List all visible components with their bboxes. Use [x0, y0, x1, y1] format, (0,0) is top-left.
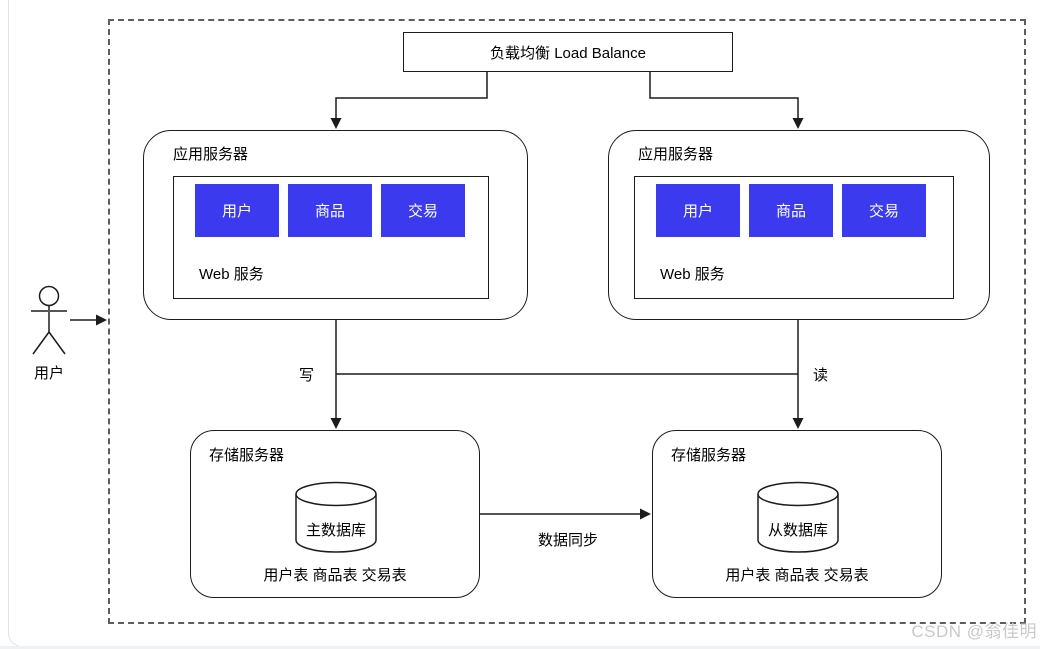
- storage-server-title: 存储服务器: [671, 447, 747, 464]
- edge-lb-to-right-app: [649, 71, 799, 118]
- edge-lb-to-left-app: [335, 71, 488, 118]
- load-balancer-label: 负载均衡 Load Balance: [490, 44, 646, 62]
- page-bottom-strip: [0, 646, 1040, 649]
- module-user: 用户: [656, 184, 740, 237]
- database-cylinder-master: 主数据库: [294, 481, 378, 559]
- module-row: 用户 商品 交易: [195, 184, 465, 237]
- sync-edge-label: 数据同步: [506, 529, 630, 550]
- storage-server-title: 存储服务器: [209, 447, 285, 464]
- module-product: 商品: [288, 184, 372, 237]
- arrowhead-actor: [96, 314, 107, 326]
- module-product: 商品: [749, 184, 833, 237]
- arrowhead-write: [330, 418, 342, 429]
- app-server-title: 应用服务器: [638, 146, 714, 163]
- module-row: 用户 商品 交易: [656, 184, 926, 237]
- database-cylinder-slave: 从数据库: [756, 481, 840, 559]
- database-icon: [295, 481, 377, 553]
- watermark-text: CSDN @翁佳明: [911, 622, 1037, 641]
- tables-label: 用户表 商品表 交易表: [725, 567, 869, 584]
- web-service-container: 用户 商品 交易 Web 服务: [173, 176, 489, 299]
- app-server-node-left: 应用服务器 用户 商品 交易 Web 服务: [143, 130, 528, 320]
- module-user: 用户: [195, 184, 279, 237]
- web-service-label: Web 服务: [660, 266, 725, 283]
- tables-label: 用户表 商品表 交易表: [263, 567, 407, 584]
- app-server-node-right: 应用服务器 用户 商品 交易 Web 服务: [608, 130, 990, 320]
- app-server-title: 应用服务器: [173, 146, 249, 163]
- module-trade: 交易: [842, 184, 926, 237]
- web-service-label: Web 服务: [199, 266, 264, 283]
- storage-server-node-slave: 存储服务器 从数据库 用户表 商品表 交易表: [652, 430, 942, 598]
- database-name: 从数据库: [767, 522, 828, 539]
- arrowhead-left-app: [330, 118, 342, 129]
- arrowhead-right-app: [792, 118, 804, 129]
- read-edge-label: 读: [811, 364, 831, 385]
- web-service-container: 用户 商品 交易 Web 服务: [634, 176, 954, 299]
- actor-label: 用户: [33, 365, 64, 382]
- load-balancer-node: 负载均衡 Load Balance: [403, 32, 733, 72]
- actor-legs: [32, 331, 66, 355]
- system-boundary: [108, 19, 1026, 624]
- arrowhead-read: [792, 418, 804, 429]
- write-edge-label: 写: [297, 364, 317, 385]
- arrowhead-sync: [640, 508, 651, 520]
- database-icon: [757, 481, 839, 553]
- storage-server-node-master: 存储服务器 主数据库 用户表 商品表 交易表: [190, 430, 480, 598]
- database-name: 主数据库: [305, 522, 366, 539]
- actor-head: [38, 285, 60, 307]
- module-trade: 交易: [381, 184, 465, 237]
